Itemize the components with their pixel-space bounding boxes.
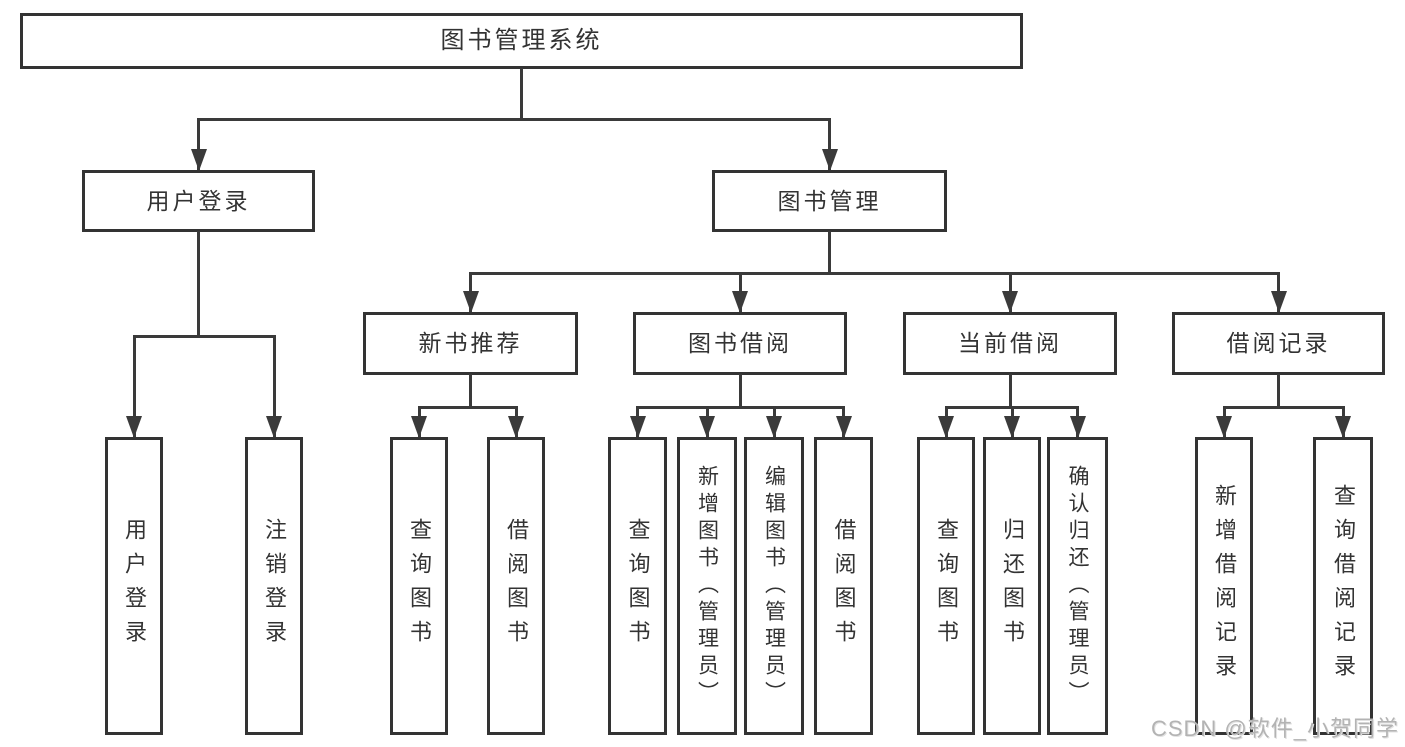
node-current-borrow: 当前借阅 [903,312,1117,375]
node-v-borrow-book-2: 借阅图书 [814,437,873,735]
node-label-current-borrow: 当前借阅 [958,330,1062,356]
node-label-v-user-login: 用户登录 [122,518,147,654]
node-label-v-confirm-return: 确认归还（管理员） [1066,464,1089,708]
node-v-confirm-return: 确认归还（管理员） [1047,437,1108,735]
connector-line [417,406,518,409]
node-borrow-record: 借阅记录 [1172,312,1385,375]
node-label-v-borrow-book-2: 借阅图书 [831,518,857,654]
connector-line [520,68,523,121]
arrow-down-icon [266,416,282,438]
node-label-book-borrow: 图书借阅 [688,330,792,356]
arrow-down-icon [766,416,782,438]
node-v-borrow-book-1: 借阅图书 [487,437,545,735]
arrow-down-icon [835,416,852,438]
node-book-mgmt: 图书管理 [712,170,947,232]
arrow-down-icon [126,416,142,438]
node-v-add-book: 新增图书（管理员） [677,437,737,735]
connector-line [828,231,831,275]
connector-line [1222,406,1345,409]
arrow-down-icon [1270,291,1287,313]
node-label-v-add-record: 新增借阅记录 [1212,484,1237,688]
node-label-v-logout: 注销登录 [262,518,287,654]
node-label-v-query-book-3: 查询图书 [934,518,959,654]
node-label-book-mgmt: 图书管理 [777,187,882,214]
arrow-down-icon [508,416,524,438]
node-label-v-add-book: 新增图书（管理员） [695,464,719,708]
node-v-logout: 注销登录 [245,437,303,735]
node-label-v-query-record: 查询借阅记录 [1331,484,1356,688]
connector-line [197,118,831,121]
node-v-edit-book: 编辑图书（管理员） [744,437,804,735]
node-v-add-record: 新增借阅记录 [1195,437,1253,735]
node-label-root: 图书管理系统 [440,27,603,54]
arrow-down-icon [938,416,954,438]
node-label-v-edit-book: 编辑图书（管理员） [762,464,786,708]
node-label-new-book-rec: 新书推荐 [418,330,523,356]
connector-line [469,272,1280,275]
arrow-down-icon [1004,416,1020,438]
arrow-down-icon [462,291,479,313]
connector-line [197,118,200,170]
arrow-down-icon [821,149,838,171]
arrow-down-icon [1002,291,1018,313]
node-label-v-query-book-1: 查询图书 [407,518,432,654]
connector-line [469,374,472,409]
connector-line [1008,374,1012,409]
connector-line [197,231,200,338]
node-v-query-book-2: 查询图书 [608,437,667,735]
connector-line [738,374,742,409]
arrow-down-icon [629,416,646,438]
arrow-down-icon [411,416,427,438]
connector-line [272,335,276,437]
node-v-return-book: 归还图书 [983,437,1041,735]
connector-line [132,335,136,437]
node-label-user-login: 用户登录 [146,187,251,214]
connector-line [828,118,831,170]
arrow-down-icon [732,291,748,313]
arrow-down-icon [1216,416,1232,438]
node-v-query-record: 查询借阅记录 [1313,437,1373,735]
node-v-query-book-1: 查询图书 [390,437,448,735]
arrow-down-icon [1335,416,1351,438]
node-user-login: 用户登录 [82,170,315,232]
node-new-book-rec: 新书推荐 [363,312,578,375]
connector-line [636,406,845,409]
node-root: 图书管理系统 [20,13,1023,69]
arrow-down-icon [1069,416,1086,438]
arrow-down-icon [699,416,715,438]
node-book-borrow: 图书借阅 [633,312,847,375]
node-label-v-return-book: 归还图书 [1000,518,1025,654]
connector-line [132,335,276,338]
node-v-query-book-3: 查询图书 [917,437,975,735]
node-label-v-borrow-book-1: 借阅图书 [504,518,529,654]
node-label-borrow-record: 借阅记录 [1226,330,1331,356]
connector-line [1277,374,1280,409]
node-label-v-query-book-2: 查询图书 [625,518,651,654]
arrow-down-icon [190,149,207,171]
node-v-user-login: 用户登录 [105,437,163,735]
